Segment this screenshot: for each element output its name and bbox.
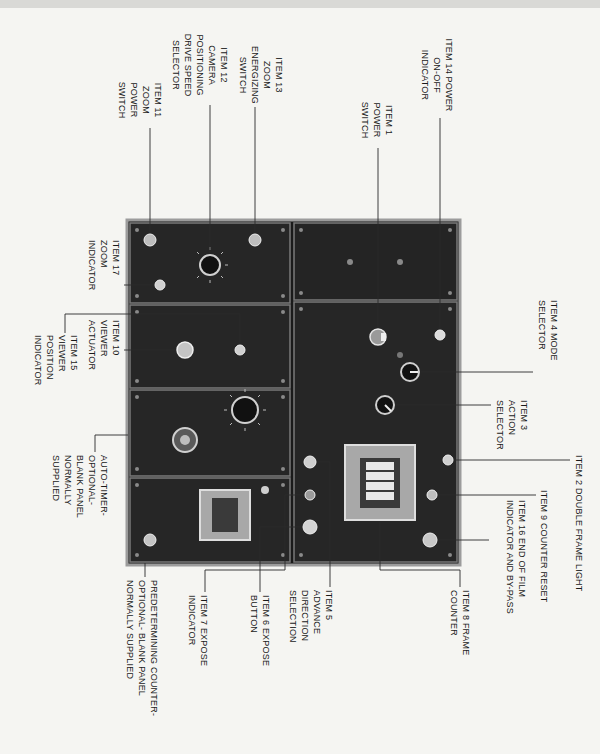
module-controls (144, 234, 269, 546)
expose-button (303, 520, 317, 534)
callout-label: ITEM 4 MODE SELECTOR (536, 300, 560, 390)
zoom-power-switch (144, 234, 156, 246)
blank-module (294, 223, 457, 300)
leader-line (396, 405, 491, 406)
callout-label: ITEM 11 ZOOM POWER SWITCH (116, 75, 164, 125)
knob-pointer (410, 371, 418, 373)
display-window (212, 498, 238, 532)
reset-button (427, 490, 437, 500)
leader-line (95, 435, 128, 452)
callout-label: ITEM 7 EXPOSE INDICATOR (186, 595, 210, 685)
timer-connector (173, 428, 197, 452)
callout-label: ITEM 8 FRAME COUNTER (448, 590, 472, 670)
leader-line (439, 540, 489, 541)
panel-screws (135, 228, 452, 557)
counter-digits (366, 462, 394, 500)
panel-frame (127, 220, 460, 565)
leader-line (421, 372, 533, 373)
callout-label: ITEM 6 EXPOSE BUTTON (248, 595, 272, 685)
leader-line (439, 495, 536, 496)
expose-indicator (305, 490, 315, 500)
leader-line (318, 462, 330, 587)
knob-ticks (197, 247, 228, 283)
callout-label: ITEM 5 ADVANCE DIRECTION SELECTION (287, 590, 335, 655)
leader-line (205, 495, 303, 592)
leader-line (145, 563, 146, 577)
mode-knob (401, 363, 419, 381)
dial-ticks (224, 389, 266, 431)
leader-line (255, 107, 256, 232)
callout-label: ITEM 2 DOUBLE FRAME LIGHT (573, 455, 585, 655)
main-module (294, 302, 457, 562)
callout-label: ITEM 1 POWER SWITCH (359, 95, 395, 145)
drive-speed-knob (200, 255, 220, 275)
leader-line (260, 527, 301, 592)
callout-label: ITEM 9 COUNTER RESET (538, 490, 550, 650)
connector-center (180, 435, 190, 445)
leader-line (124, 285, 153, 286)
small-lamp (397, 352, 403, 358)
frame-counter (345, 445, 415, 520)
callout-label: ITEM 3 ACTION SELECTOR (494, 400, 530, 455)
toggle-lever (381, 333, 386, 341)
power-indicator (435, 330, 445, 340)
callout-label: PREDETERMINING COUNTER- OPTIONAL- BLANK … (124, 580, 160, 745)
leader-lines (65, 105, 570, 592)
leader-line (378, 148, 379, 327)
viewer-module (130, 305, 290, 388)
leader-line (380, 522, 460, 587)
counter-display (200, 490, 250, 540)
viewer-position-indicator (235, 345, 245, 355)
leader-line (455, 460, 570, 461)
leader-line (440, 118, 441, 328)
main-controls (303, 329, 453, 547)
end-of-film-button (423, 533, 437, 547)
viewer-actuator (177, 342, 193, 358)
leader-line (150, 128, 151, 232)
timer-module (130, 390, 290, 476)
callout-label: ITEM 14 POWER ON-OFF INDICATOR (419, 35, 455, 115)
zoom-indicator (155, 280, 165, 290)
counter-window (360, 458, 400, 508)
knob-pointer (385, 405, 391, 411)
callout-label: ITEM 16 END OF FILM INDICATOR AND BY-PAS… (504, 500, 528, 630)
callout-label: ITEM 12 CAMERA POSITIONING DRIVE SPEED S… (170, 27, 230, 103)
callout-label: ITEM 17 ZOOM INDICATOR (86, 240, 122, 300)
action-knob (376, 396, 394, 414)
leader-line (210, 105, 211, 253)
panel-housing (127, 220, 460, 565)
scan-band (0, 0, 600, 8)
double-frame-light (443, 455, 453, 465)
callout-label: ITEM 15 VIEWER POSITION INDICATOR (32, 335, 80, 395)
callout-label: ITEM 10 VIEWER ACTUATOR (86, 320, 122, 375)
counter-lamp (261, 486, 269, 494)
timer-dial (232, 397, 258, 423)
callout-label: ITEM 13 ZOOM ENERGIZING SWITCH (237, 45, 285, 105)
callout-label: AUTO-TIMER- OPTIONAL- BLANK PANEL NORMAL… (50, 455, 110, 530)
zoom-energizing-switch (249, 234, 261, 246)
counter-button (144, 534, 156, 546)
power-switch (370, 329, 386, 345)
advance-selector (304, 456, 316, 468)
leader-line (124, 350, 175, 351)
counter-module (130, 478, 290, 562)
